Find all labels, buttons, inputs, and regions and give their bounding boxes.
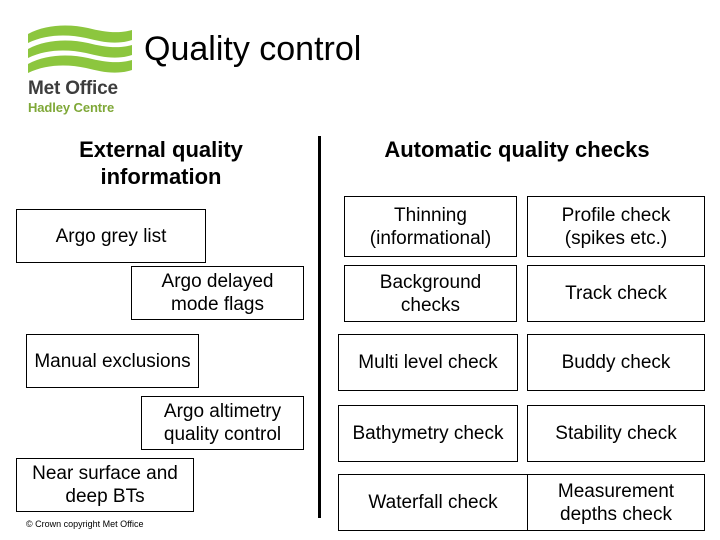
right-item-box: Thinning (informational): [344, 196, 517, 257]
page-title: Quality control: [144, 30, 362, 68]
met-office-swoosh-icon: [28, 25, 132, 73]
met-office-logo: Met Office Hadley Centre: [26, 22, 136, 115]
right-item-box: Multi level check: [338, 334, 518, 391]
copyright-footer: © Crown copyright Met Office: [26, 519, 144, 529]
left-item-box: Argo grey list: [16, 209, 206, 263]
right-item-box: Background checks: [344, 265, 517, 322]
right-item-box: Bathymetry check: [338, 405, 518, 462]
logo-subtitle: Hadley Centre: [28, 100, 115, 115]
left-item-box: Argo altimetry quality control: [141, 396, 304, 450]
right-item-box: Buddy check: [527, 334, 705, 391]
right-item-box: Track check: [527, 265, 705, 322]
right-item-box: Stability check: [527, 405, 705, 462]
left-item-box: Near surface and deep BTs: [16, 458, 194, 512]
left-item-box: Manual exclusions: [26, 334, 199, 388]
column-divider: [318, 136, 321, 518]
left-item-box: Argo delayed mode flags: [131, 266, 304, 320]
right-item-box: Profile check (spikes etc.): [527, 196, 705, 257]
left-column-heading: External quality information: [79, 137, 243, 189]
logo-title: Met Office: [28, 78, 118, 99]
right-item-box: Measurement depths check: [527, 474, 705, 531]
right-item-box: Waterfall check: [338, 474, 528, 531]
right-column-heading: Automatic quality checks: [384, 137, 650, 162]
